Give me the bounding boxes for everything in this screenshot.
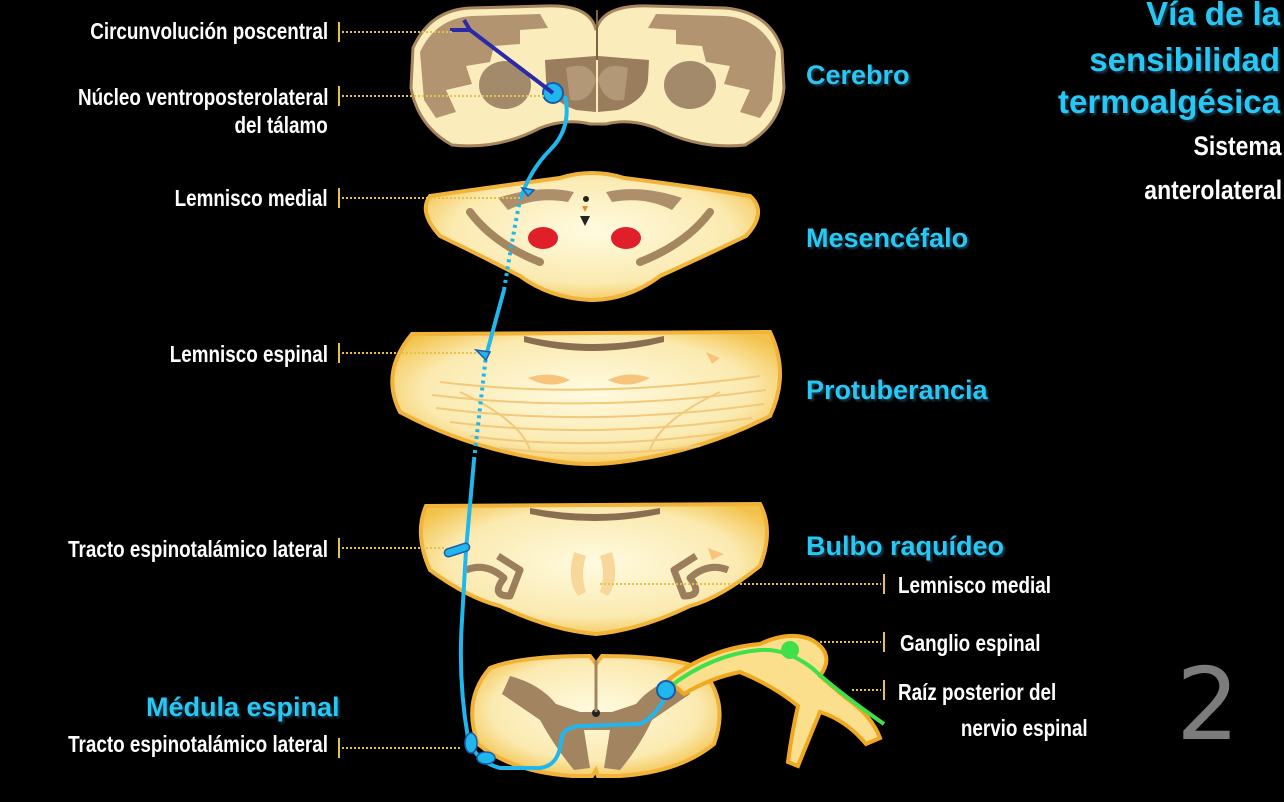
spinothalamic-pathway bbox=[443, 18, 676, 770]
label-tracto-espinotalamico-bulbo: Tracto espinotalámico lateral bbox=[68, 536, 328, 562]
region-bulbo-raquideo: Bulbo raquídeo bbox=[806, 531, 1004, 561]
region-medula-espinal: Médula espinal bbox=[146, 692, 340, 722]
label-circunvolucion-poscentral: Circunvolución poscentral bbox=[90, 18, 328, 44]
label-lemnisco-espinal: Lemnisco espinal bbox=[169, 341, 328, 367]
spinal-nerve bbox=[664, 633, 886, 769]
slide-number: 2 bbox=[1176, 646, 1240, 763]
label-nervio-espinal: nervio espinal bbox=[961, 715, 1088, 741]
subtitle-line-1: Sistema bbox=[1193, 131, 1282, 161]
label-lemnisco-medial-mesencefalo: Lemnisco medial bbox=[174, 185, 328, 211]
midbrain-section bbox=[423, 171, 760, 303]
label-ganglio-espinal: Ganglio espinal bbox=[900, 630, 1041, 656]
label-lemnisco-medial-bulbo: Lemnisco medial bbox=[898, 572, 1052, 598]
region-protuberancia: Protuberancia bbox=[806, 375, 988, 405]
title-line-1: Vía de la bbox=[1146, 0, 1280, 32]
region-mesencefalo: Mesencéfalo bbox=[806, 223, 969, 253]
label-tracto-espinotalamico-medula: Tracto espinotalámico lateral bbox=[68, 731, 328, 757]
medulla-oblongata-section bbox=[418, 501, 769, 637]
leader-lines bbox=[338, 22, 885, 758]
label-raiz-posterior: Raíz posterior del bbox=[898, 679, 1057, 705]
title-line-2: sensibilidad bbox=[1089, 41, 1280, 78]
label-nucleo-ventroposterolateral: Núcleo ventroposterolateral bbox=[77, 84, 328, 110]
subtitle-line-2: anterolateral bbox=[1144, 175, 1282, 205]
pons-section bbox=[390, 329, 782, 466]
label-del-talamo: del tálamo bbox=[234, 112, 328, 138]
title-line-3: termoalgésica bbox=[1058, 83, 1280, 120]
region-cerebro: Cerebro bbox=[806, 60, 910, 90]
